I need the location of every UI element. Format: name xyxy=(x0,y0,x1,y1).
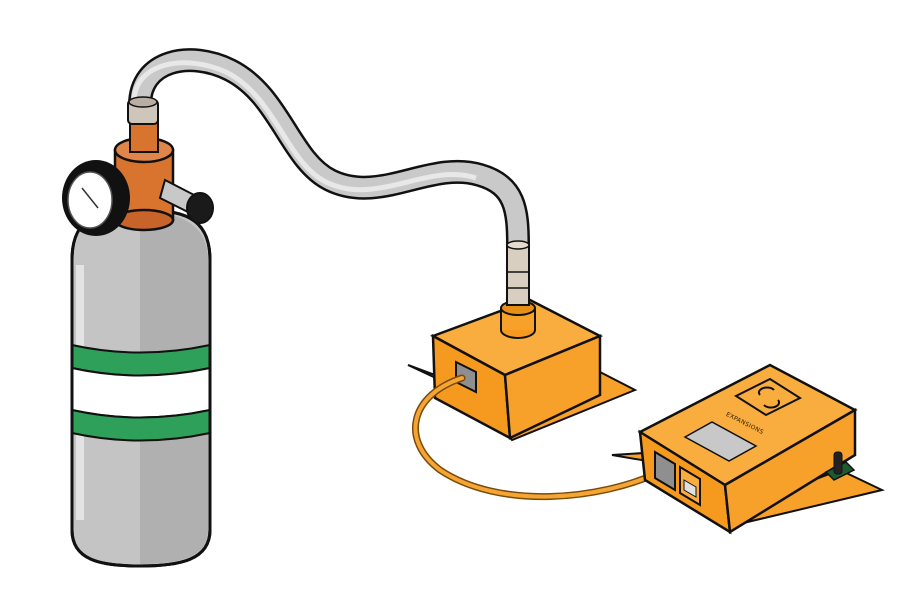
valve-knob xyxy=(186,192,214,224)
refresh-icon-frame xyxy=(733,377,803,417)
data-cable xyxy=(412,374,664,500)
gas-cylinder xyxy=(70,208,212,568)
gas-hose xyxy=(128,48,530,246)
white-band xyxy=(71,366,211,419)
sensor-box xyxy=(407,240,638,442)
toggle-switch xyxy=(833,451,843,475)
cable-port xyxy=(654,450,676,492)
gauge-needle xyxy=(81,187,99,209)
regulator xyxy=(62,96,214,236)
refresh-icon xyxy=(757,386,775,396)
sensor-port xyxy=(455,360,477,394)
controller-display xyxy=(683,421,758,462)
gauge-face xyxy=(67,171,113,229)
controller-unit xyxy=(611,363,885,535)
